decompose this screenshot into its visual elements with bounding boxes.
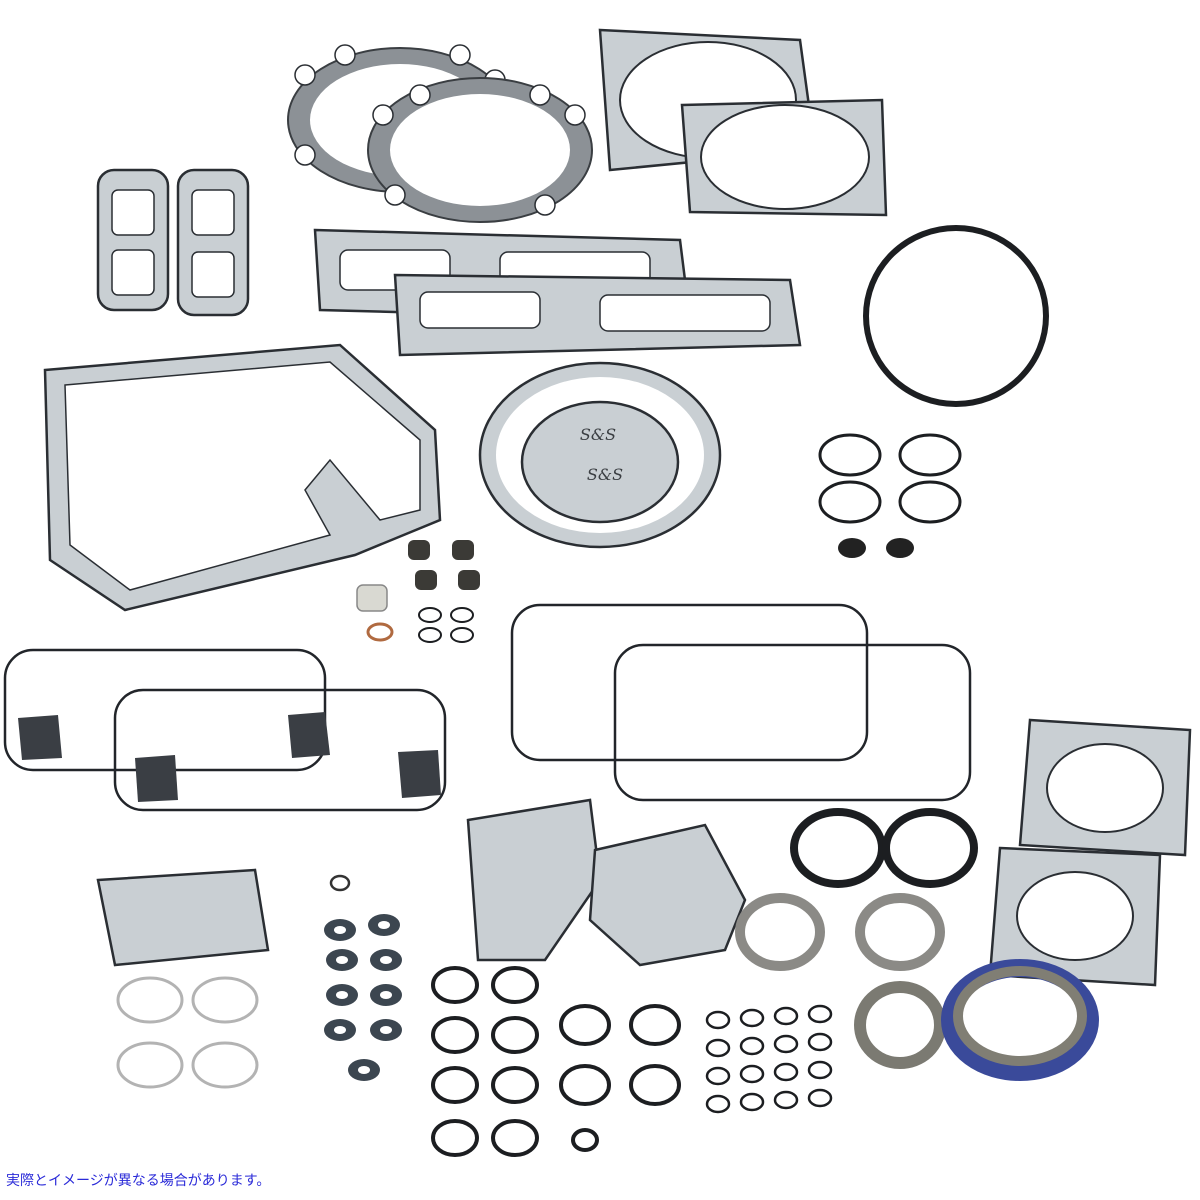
ring-seal-left (790, 808, 886, 888)
tiny-o-rings-top (418, 607, 474, 643)
copper-crush-washer (366, 622, 394, 642)
flat-washers (324, 914, 402, 1081)
svg-text:S&S: S&S (587, 465, 623, 484)
disclaimer-text: 実際とイメージが異なる場合があります。 (6, 1173, 271, 1189)
oil-seal-large (941, 959, 1099, 1081)
head-gasket-front (367, 77, 593, 223)
large-o-ring (863, 225, 1049, 407)
pushrod-plate-gaskets (96, 168, 250, 317)
retaining-clip (329, 874, 351, 892)
valve-stem-seals (408, 540, 480, 590)
medium-o-rings (431, 966, 681, 1157)
cylinder-base-gasket-front (680, 98, 888, 217)
rocker-box-gaskets-left (3, 648, 447, 812)
svg-text:S&S: S&S (580, 425, 616, 444)
cylinder-base-gasket-small-top (1018, 718, 1192, 857)
tiny-o-rings-grid (705, 1004, 833, 1114)
ring-seal-right (882, 808, 978, 888)
oil-seal-small (854, 981, 946, 1069)
rocker-box-gaskets-right (510, 603, 972, 802)
small-o-rings (818, 433, 962, 524)
oil-pump-gasket-2 (588, 823, 747, 967)
cylinder-base-gasket-small-bottom (988, 846, 1162, 987)
derby-cover-gasket: S&S S&S (478, 361, 722, 549)
push-in-grommets (838, 538, 914, 558)
intake-seal-left (735, 893, 825, 971)
oil-pump-gasket (466, 798, 602, 962)
breather-gasket (96, 868, 270, 967)
rocker-cover-gaskets (313, 228, 802, 357)
aluminum-plug (356, 584, 388, 612)
intake-seal-right (855, 893, 945, 971)
metal-rings (116, 976, 259, 1089)
